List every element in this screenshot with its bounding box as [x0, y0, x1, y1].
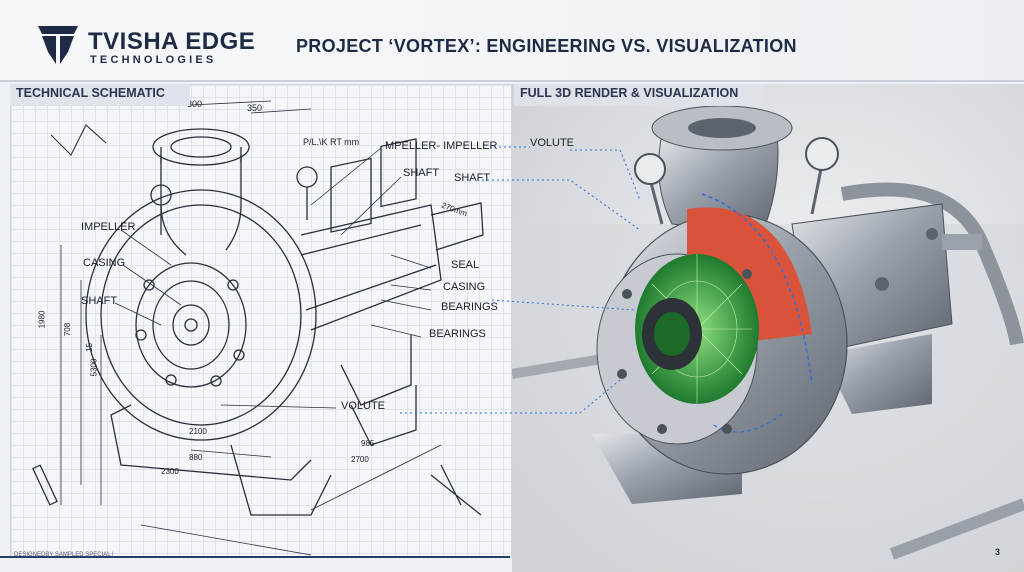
render-panel: VOLUTE — [512, 84, 1024, 572]
logo-icon — [38, 26, 78, 64]
label-impeller-callout: MPELLER- IMPELLER — [385, 140, 498, 152]
schematic-drawing — [32, 100, 484, 556]
label-shaft-top: SHAFT — [403, 167, 440, 179]
label-impeller: IMPELLER — [81, 221, 136, 233]
label-volute: VOLUTE — [341, 400, 386, 412]
header — [0, 0, 1024, 80]
pump-render — [512, 105, 1024, 572]
label-casing: CASING — [83, 257, 126, 269]
label-shaft: SHAFT — [81, 295, 118, 307]
header-divider — [0, 80, 1024, 82]
label-bearings-1: BEARINGS — [441, 301, 498, 313]
label-seal: SEAL — [451, 259, 480, 271]
section-label-render: FULL 3D RENDER & VISUALIZATION — [514, 84, 762, 106]
label-bearings-2: BEARINGS — [429, 328, 486, 340]
dim-bottom-2: 880 — [189, 453, 203, 462]
dim-top-1: 300 — [187, 99, 203, 109]
footnote: DESIGNEDBY SAMPLED SPECIAL | — [14, 552, 114, 558]
dim-top-2: 350 — [247, 103, 263, 113]
render-label-shaft: SHAFT — [454, 172, 491, 184]
brand-subtitle: TECHNOLOGIES — [90, 54, 217, 66]
render-label-volute: VOLUTE — [530, 137, 575, 149]
dim-bottom-1: 2100 — [189, 427, 207, 436]
unit-note: P/L.\K RT mm — [303, 137, 360, 147]
section-label-schematic: TECHNICAL SCHEMATIC — [10, 84, 190, 106]
dim-bottom-4: 985 — [361, 439, 375, 448]
footer-line — [0, 556, 510, 558]
label-casing-right: CASING — [443, 281, 486, 293]
brand-name: TVISHA EDGE — [88, 28, 256, 55]
schematic-panel: P/L.\K RT mm MPELLER- IMPELLER SHAFT IMP… — [10, 84, 512, 558]
page-number: 3 — [995, 547, 1001, 557]
dim-bottom-5: 2700 — [351, 455, 369, 464]
dim-bottom-3: 2300 — [161, 467, 179, 476]
page-title: PROJECT ‘VORTEX’: ENGINEERING VS. VISUAL… — [296, 36, 797, 56]
